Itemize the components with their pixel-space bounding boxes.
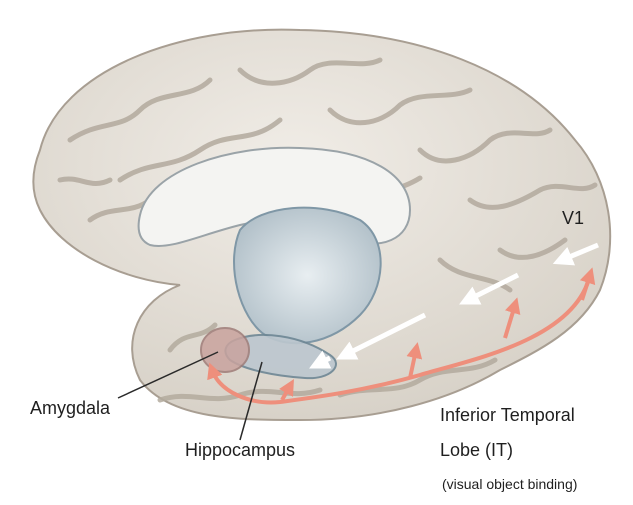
amygdala-label: Amygdala — [30, 398, 110, 419]
amygdala-shape — [201, 328, 249, 372]
it-label-line1: Inferior Temporal — [440, 405, 575, 426]
it-label-line2: Lobe (IT) — [440, 440, 513, 461]
it-label-line3: (visual object binding) — [442, 476, 577, 492]
v1-label: V1 — [562, 208, 584, 229]
hippocampus-label: Hippocampus — [185, 440, 295, 461]
